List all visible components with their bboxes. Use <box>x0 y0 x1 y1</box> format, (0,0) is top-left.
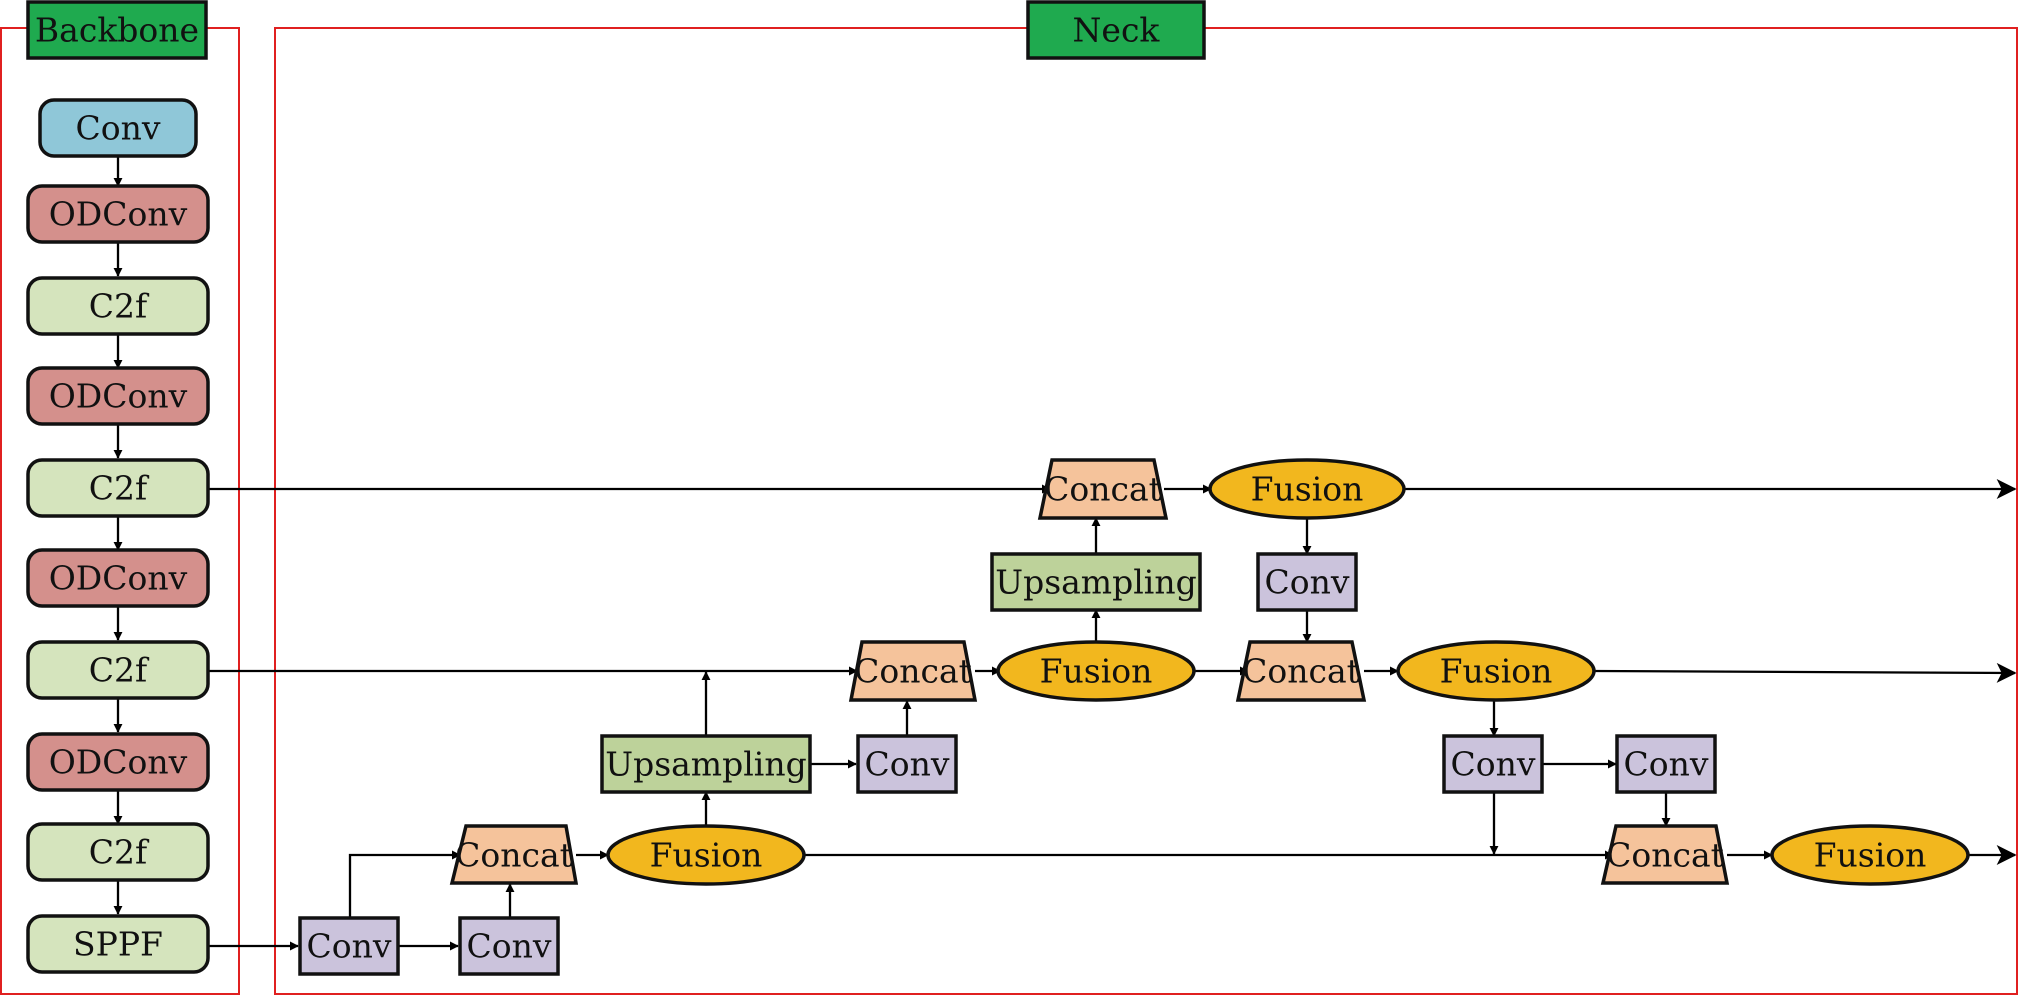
node-label: ODConv <box>49 377 188 416</box>
connections <box>113 156 2017 951</box>
node-label: Concat <box>854 652 972 691</box>
node-label: Concat <box>455 836 573 875</box>
neck-upsampling-node: Upsampling <box>990 552 1202 612</box>
neck-conv-node: Conv <box>1442 734 1544 794</box>
node-label: C2f <box>89 287 150 326</box>
node-label: Conv <box>1264 563 1349 602</box>
neck-header: Neck <box>1026 0 1206 60</box>
node-label: Concat <box>1242 652 1360 691</box>
edge-fusion4-output <box>1593 662 2017 683</box>
node-label: Concat <box>1606 836 1724 875</box>
node-label: Concat <box>1044 470 1162 509</box>
neck-conv-node: Conv <box>1615 734 1717 794</box>
backbone-c2f-node: C2f <box>26 640 210 700</box>
neck-conv-node: Conv <box>1256 552 1358 612</box>
backbone-odconv-node: ODConv <box>26 548 210 608</box>
backbone-conv-node: Conv <box>38 98 198 158</box>
neck-concat-node: Concat <box>1037 458 1169 520</box>
node-label: Conv <box>1623 745 1708 784</box>
node-label: Upsampling <box>995 563 1196 602</box>
backbone-c2f-node: C2f <box>26 276 210 336</box>
neck-header-label: Neck <box>1073 11 1161 50</box>
neck-concat-node: Concat <box>1600 824 1730 885</box>
neck-fusion-node: Fusion <box>1396 640 1596 702</box>
node-label: Fusion <box>1440 652 1553 691</box>
node-label: C2f <box>89 469 150 508</box>
node-label: Fusion <box>1040 652 1153 691</box>
backbone-c2f-node: C2f <box>26 822 210 882</box>
neck-fusion-node: Fusion <box>606 824 806 886</box>
node-label: SPPF <box>73 925 163 964</box>
neck-fusion-node: Fusion <box>1770 824 1970 886</box>
node-label: Conv <box>306 927 391 966</box>
neck-concat-node: Concat <box>1235 640 1367 702</box>
edge-conv-a-concat1 <box>348 850 461 918</box>
node-label: ODConv <box>49 559 188 598</box>
backbone-odconv-node: ODConv <box>26 184 210 244</box>
backbone-odconv-node: ODConv <box>26 366 210 426</box>
node-label: C2f <box>89 833 150 872</box>
neck-fusion-node: Fusion <box>996 640 1196 702</box>
node-label: Fusion <box>1251 470 1364 509</box>
node-label: Conv <box>1450 745 1535 784</box>
node-label: Conv <box>864 745 949 784</box>
node-label: ODConv <box>49 195 188 234</box>
node-label: Conv <box>75 109 160 148</box>
neck-upsampling-node: Upsampling <box>600 734 812 794</box>
neck-conv-node: Conv <box>298 916 400 976</box>
node-label: ODConv <box>49 743 188 782</box>
node-label: Conv <box>466 927 551 966</box>
backbone-odconv-node: ODConv <box>26 732 210 792</box>
neck-conv-node: Conv <box>856 734 958 794</box>
backbone-header-label: Backbone <box>35 11 199 50</box>
neck-conv-node: Conv <box>458 916 560 976</box>
backbone-header: Backbone <box>26 0 208 60</box>
neck-concat-node: Concat <box>848 640 978 702</box>
node-label: Fusion <box>1814 836 1927 875</box>
neck-concat-node: Concat <box>449 824 579 885</box>
node-label: Upsampling <box>605 745 806 784</box>
backbone-c2f-node: C2f <box>26 458 210 518</box>
backbone-sppf-node: SPPF <box>26 914 210 974</box>
neck-fusion-node: Fusion <box>1208 458 1406 520</box>
node-label: Fusion <box>650 836 763 875</box>
node-label: C2f <box>89 651 150 690</box>
